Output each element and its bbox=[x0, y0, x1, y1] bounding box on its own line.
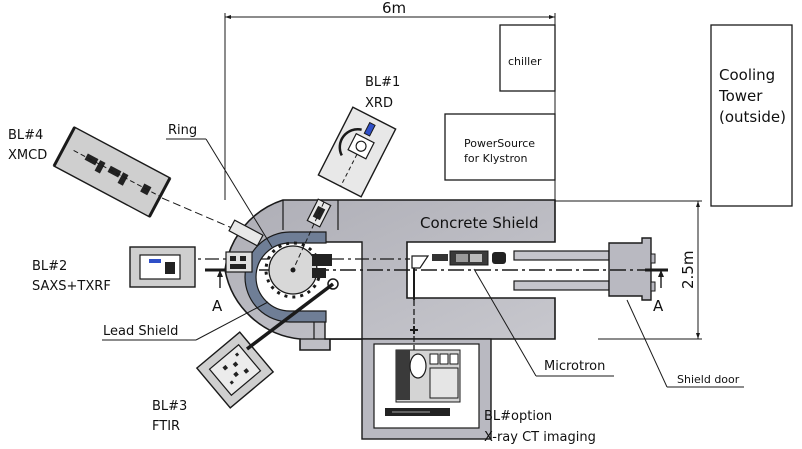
shield-door bbox=[608, 237, 656, 301]
bl1-type-label: XRD bbox=[365, 96, 393, 111]
ring-label: Ring bbox=[168, 123, 197, 138]
beamline-3-ftir: BL#3 FTIR bbox=[152, 282, 335, 434]
bl4-id-label: BL#4 bbox=[8, 128, 43, 143]
microtron bbox=[411, 250, 506, 300]
beamline-2-saxs-txrf: BL#2 SAXS+TXRF bbox=[32, 246, 253, 294]
height-dimension-label: 2.5m bbox=[679, 251, 697, 289]
cooling-tower-label-line3: (outside) bbox=[719, 108, 786, 126]
bl-option-id-label: BL#option bbox=[484, 409, 552, 424]
section-mark-right: A bbox=[653, 270, 664, 315]
callout-ring: Ring bbox=[166, 123, 273, 248]
ct-imaging-instrument bbox=[385, 349, 461, 416]
callout-lead-shield: Lead Shield bbox=[102, 301, 269, 341]
power-source-label-line2: for Klystron bbox=[464, 152, 527, 165]
bl2-id-label: BL#2 bbox=[32, 259, 67, 274]
section-label-right: A bbox=[653, 297, 664, 315]
callout-shield-door: Shield door bbox=[626, 299, 744, 388]
bl2-type-label: SAXS+TXRF bbox=[32, 279, 111, 294]
microtron-channel bbox=[411, 250, 610, 300]
concrete-shield-label: Concrete Shield bbox=[420, 214, 538, 232]
bl3-type-label: FTIR bbox=[152, 419, 180, 434]
bl3-id-label: BL#3 bbox=[152, 399, 187, 414]
cooling-tower: Cooling Tower (outside) bbox=[710, 24, 793, 207]
chiller-label: chiller bbox=[508, 55, 542, 68]
beamline-option-ct: BL#option X-ray CT imaging bbox=[484, 409, 596, 445]
section-mark-left: A bbox=[212, 270, 223, 315]
shield-door-label: Shield door bbox=[677, 373, 740, 386]
beamline-1-xrd: BL#1 XRD bbox=[292, 75, 400, 271]
chiller: chiller bbox=[499, 24, 556, 92]
cooling-tower-label-line2: Tower bbox=[718, 87, 763, 105]
power-source-label-line1: PowerSource bbox=[464, 137, 535, 150]
bl-option-type-label: X-ray CT imaging bbox=[484, 430, 596, 445]
ct-imaging-enclosure bbox=[361, 300, 492, 440]
width-dimension-label: 6m bbox=[382, 0, 406, 17]
lead-shield bbox=[244, 231, 327, 323]
power-source-klystron: PowerSource for Klystron bbox=[444, 113, 556, 181]
dimension-height: 2.5m bbox=[555, 200, 702, 340]
section-label-left: A bbox=[212, 297, 223, 315]
callout-microtron: Microtron bbox=[473, 268, 614, 377]
beamline-4-xmcd: BL#4 XMCD bbox=[8, 126, 264, 247]
bl4-type-label: XMCD bbox=[8, 148, 47, 163]
bl1-id-label: BL#1 bbox=[365, 75, 400, 90]
cooling-tower-label-line1: Cooling bbox=[719, 66, 775, 84]
microtron-label: Microtron bbox=[544, 359, 605, 374]
lead-shield-label: Lead Shield bbox=[103, 324, 178, 339]
